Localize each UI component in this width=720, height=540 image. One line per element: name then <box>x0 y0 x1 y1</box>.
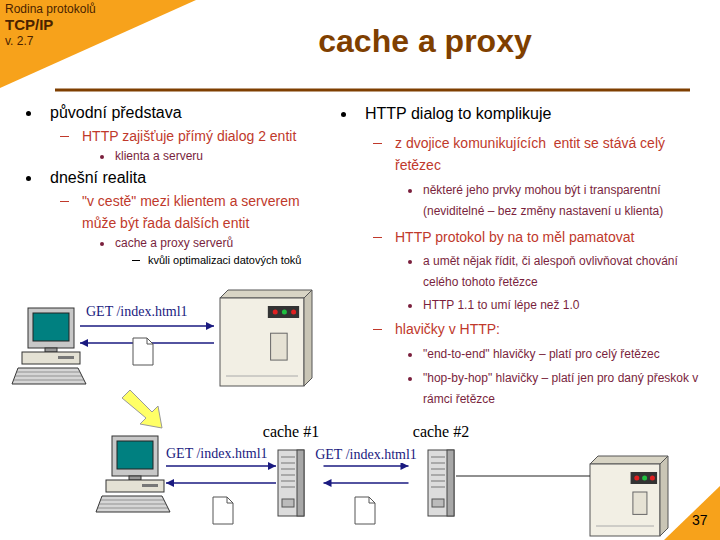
document-icon <box>355 497 375 524</box>
computer-icon <box>96 436 170 512</box>
bullet-dash <box>60 201 69 203</box>
request-arrow <box>80 325 214 326</box>
bullet-dash <box>60 136 69 138</box>
corner-triangle <box>664 486 720 540</box>
cache-heading: cache #1 <box>259 423 324 441</box>
request-label: GET /index.html1 <box>314 447 418 463</box>
bullet-text: "hop-by-hop" hlavičky – platí jen pro da… <box>423 368 715 410</box>
document-icon <box>133 338 153 365</box>
request-arrow <box>166 465 276 466</box>
bullet-text: kvůli optimalizaci datových toků <box>148 252 338 268</box>
cache-server: cache #1 <box>259 423 324 515</box>
bullet-dash <box>132 260 140 261</box>
server-icon <box>590 456 668 536</box>
bullet-dot <box>26 111 31 116</box>
bullet-text: "end-to-end" hlavičky – platí pro celý ř… <box>423 344 715 365</box>
bullet-text: HTTP protokol by na to měl pamatovat <box>395 226 713 248</box>
bullet-dot <box>408 260 412 264</box>
bullet-dot <box>100 242 104 246</box>
bullet-text: cache a proxy serverů <box>115 233 335 254</box>
page-number: 37 <box>692 512 718 528</box>
bullet-text: HTTP dialog to komplikuje <box>365 104 695 124</box>
bullet-text: některé jeho prvky mohou být i transpare… <box>423 180 715 222</box>
bullet-dot <box>408 353 412 357</box>
request-connector <box>324 482 409 483</box>
cache-tower <box>427 449 455 517</box>
bullet-text: dnešní realita <box>50 168 320 188</box>
slide-title: cache a proxy <box>230 22 620 60</box>
bullet-text: a umět nějak řídit, či alespoň ovlivňova… <box>423 251 715 293</box>
version-text: v. 2.7 <box>5 34 155 48</box>
title-rule <box>55 89 690 92</box>
request-label: GET /index.html1 <box>86 304 226 320</box>
response-arrow <box>166 482 276 483</box>
bullet-text: klienta a serveru <box>115 146 335 167</box>
bullet-dash <box>373 143 382 145</box>
link-line <box>456 475 590 476</box>
bullet-text: HTTP zajišťuje přímý dialog 2 entit <box>82 125 337 147</box>
bullet-dash <box>373 329 382 331</box>
bullet-text: hlavičky v HTTP: <box>395 318 713 340</box>
request-connector <box>324 465 409 466</box>
header-text: Rodina protokolů <box>5 2 155 16</box>
document-icon <box>213 497 233 524</box>
server-icon <box>220 290 312 386</box>
bullet-dot <box>26 176 31 181</box>
bullet-dash <box>373 237 382 239</box>
bullet-dot <box>408 189 412 193</box>
bullet-text: z dvojice komunikujících entit se stává … <box>395 132 713 176</box>
header-text: TCP/IP <box>5 16 155 34</box>
bullet-dot <box>100 155 104 159</box>
cache-heading: cache #2 <box>409 423 474 441</box>
transition-arrow <box>122 390 162 428</box>
bullet-text: "v cestě" mezi klientem a serverem může … <box>82 190 337 234</box>
corner-triangle <box>0 0 196 88</box>
bullet-dot <box>341 112 346 117</box>
cache-server: cache #2 <box>409 423 474 515</box>
computer-icon <box>12 308 86 384</box>
bullet-dot <box>408 304 412 308</box>
bullet-dot <box>408 377 412 381</box>
bullet-text: původní představa <box>50 103 320 123</box>
cache-tower <box>277 449 305 517</box>
bullet-text: HTTP 1.1 to umí lépe než 1.0 <box>423 295 715 316</box>
